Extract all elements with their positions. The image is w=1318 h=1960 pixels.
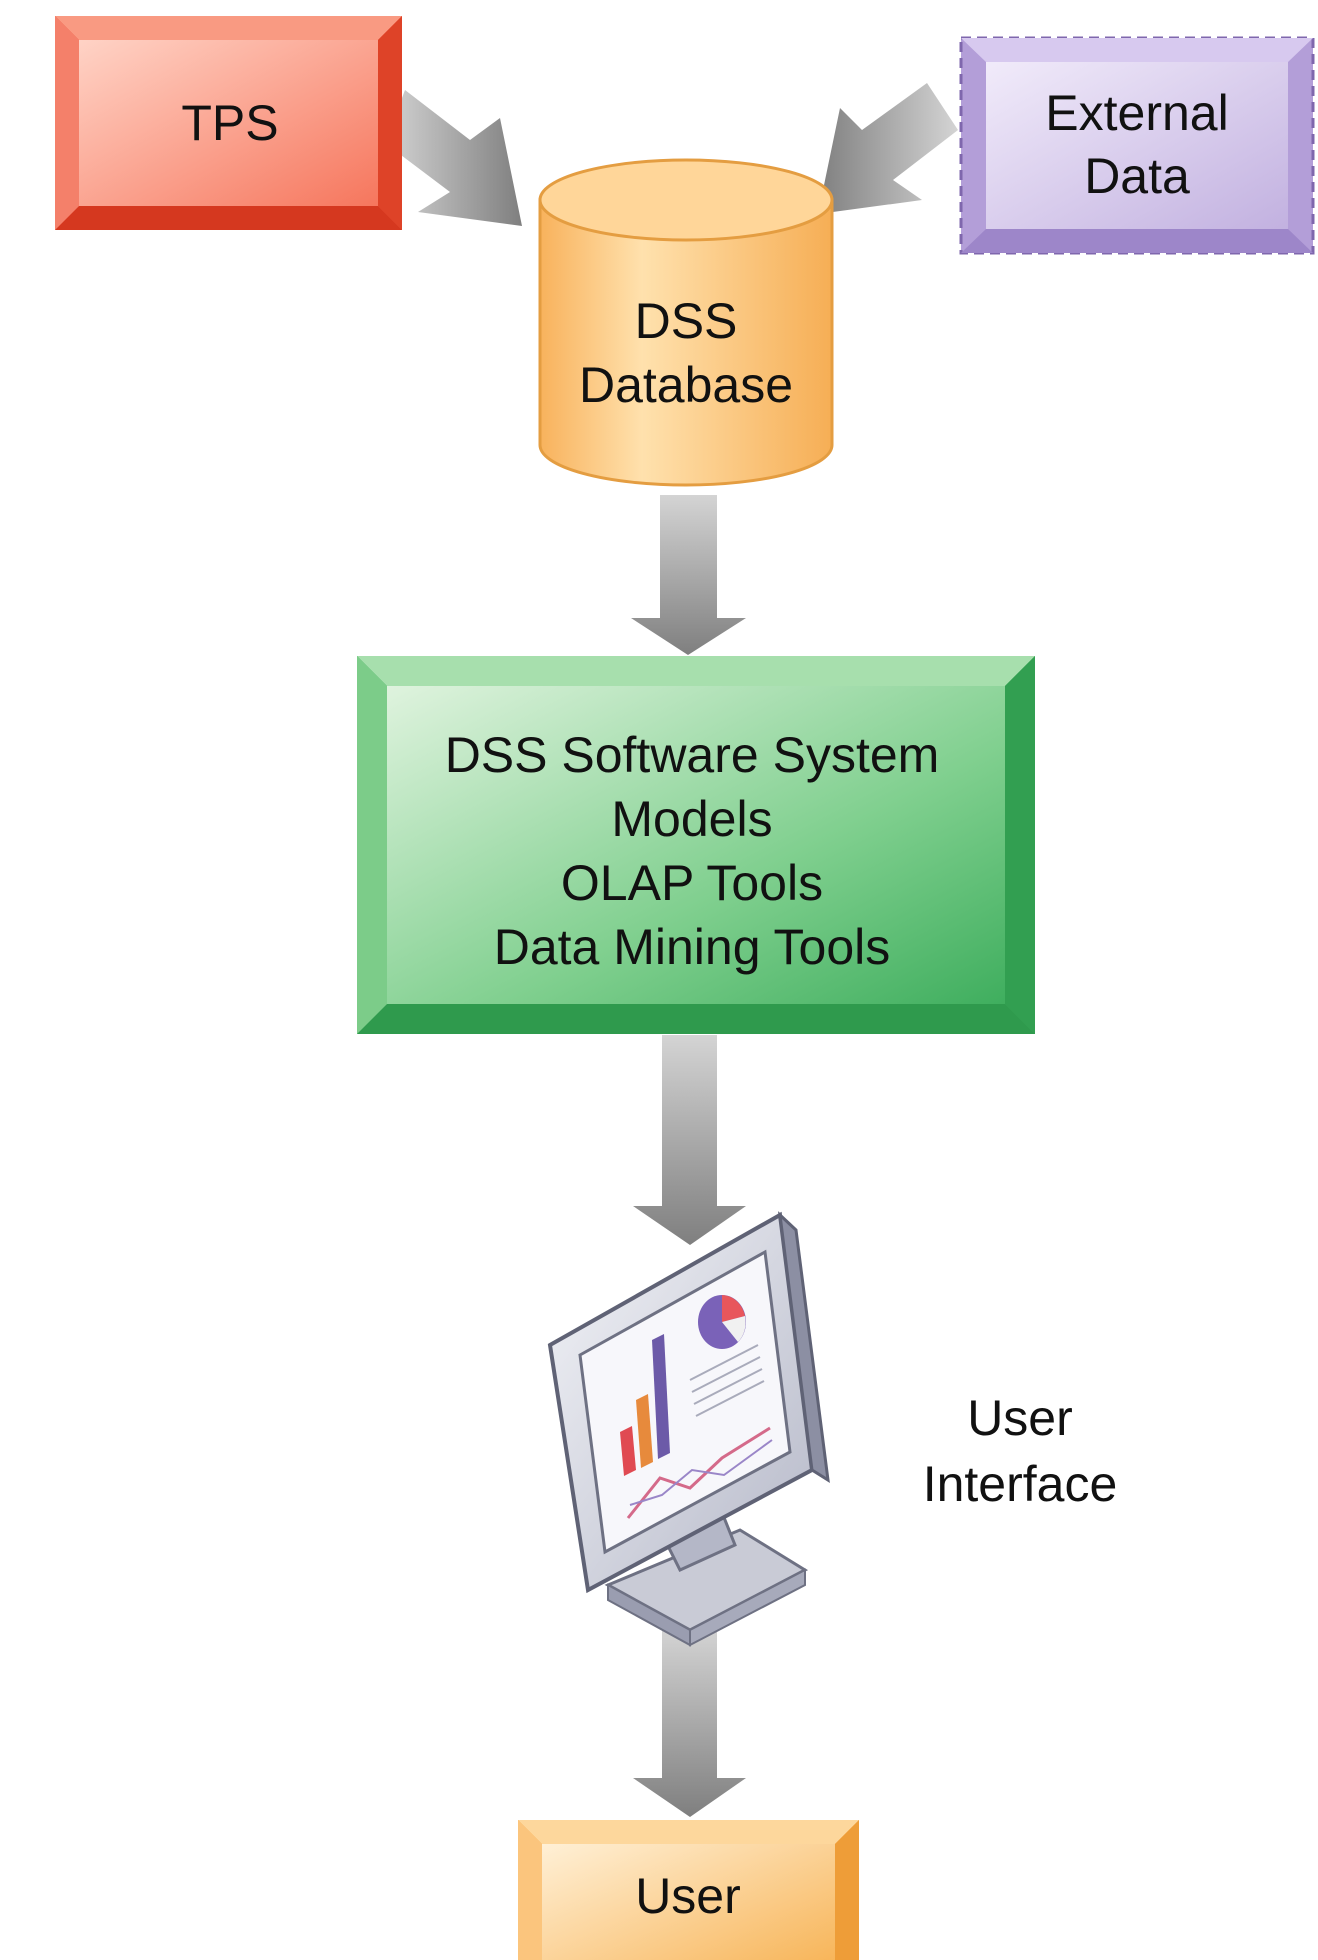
tps-label: TPS [181,95,278,151]
software-label-line2: Models [611,791,772,847]
dss-database-label-line1: DSS [635,293,738,349]
dss-database-label-line2: Database [579,357,793,413]
tps-box: TPS [55,16,402,230]
monitor-icon [547,1211,830,1647]
user-label: User [635,1868,741,1924]
arrow-tps-to-database [385,90,522,226]
arrow-external-to-database [818,83,958,214]
user-interface-label: User Interface [880,1385,1160,1517]
user-interface-label-line2: Interface [922,1456,1118,1512]
arrow-software-to-interface [633,1035,746,1245]
external-data-box: External Data [959,36,1315,255]
software-label-line3: OLAP Tools [561,855,823,911]
user-box: User [518,1820,859,1960]
external-data-label-line1: External [1045,85,1228,141]
arrow-database-to-software [631,495,746,655]
dss-software-system-box: DSS Software System Models OLAP Tools Da… [357,656,1035,1034]
arrow-interface-to-user [633,1628,746,1817]
user-interface-label-line1: User [967,1390,1073,1446]
external-data-label-line2: Data [1084,148,1190,204]
software-label-line4: Data Mining Tools [494,919,891,975]
dss-database-cylinder: DSS Database [538,158,834,487]
software-label-line1: DSS Software System [445,727,940,783]
